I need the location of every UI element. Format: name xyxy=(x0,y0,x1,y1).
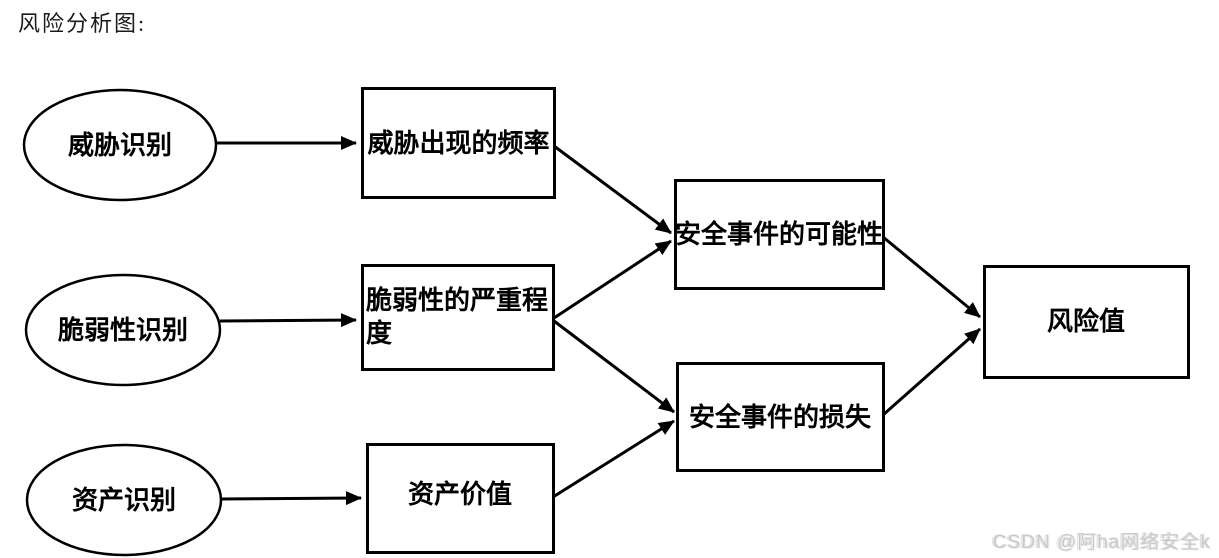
node-label-asset-identification: 资产识别 xyxy=(71,484,176,515)
node-shape-vulnerability-severity xyxy=(361,264,555,371)
edge-severity-to-likelihood xyxy=(553,239,672,320)
edge-vulnerability-to-severity xyxy=(219,313,357,328)
node-label-incident-loss: 安全事件的损失 xyxy=(688,401,871,432)
node-label-vulnerability-identification: 脆弱性识别 xyxy=(57,314,188,345)
flowchart-edges xyxy=(216,136,981,506)
csdn-watermark: CSDN @阿ha网络安全k xyxy=(992,532,1211,553)
node-label-vulnerability-severity: 脆弱性的严重程度 xyxy=(366,285,549,348)
flowchart-shapes xyxy=(22,87,1190,557)
edge-severity-to-loss xyxy=(553,319,675,414)
node-label-incident-likelihood: 安全事件的可能性 xyxy=(675,218,884,249)
node-shape-incident-likelihood xyxy=(674,179,885,290)
edge-value-to-loss xyxy=(552,419,675,499)
node-shape-asset-value xyxy=(366,443,555,554)
node-shape-asset-identification xyxy=(25,443,223,557)
node-label-risk-value: 风险值 xyxy=(1046,306,1125,336)
node-shape-incident-loss xyxy=(676,362,885,472)
edge-asset-to-value xyxy=(220,491,362,506)
node-label-asset-value: 资产价值 xyxy=(407,478,512,509)
node-shape-threat-frequency xyxy=(361,87,556,199)
page-title: 风险分析图: xyxy=(18,11,147,36)
edge-frequency-to-likelihood xyxy=(553,144,672,235)
node-shape-threat-identification xyxy=(22,88,218,202)
node-shape-risk-value xyxy=(983,265,1190,379)
edge-likelihood-to-risk xyxy=(882,235,981,319)
node-shape-vulnerability-identification xyxy=(24,273,222,387)
node-label-threat-identification: 威胁识别 xyxy=(67,129,172,160)
edge-loss-to-risk xyxy=(882,327,981,417)
node-label-threat-frequency: 威胁出现的频率 xyxy=(367,127,550,158)
